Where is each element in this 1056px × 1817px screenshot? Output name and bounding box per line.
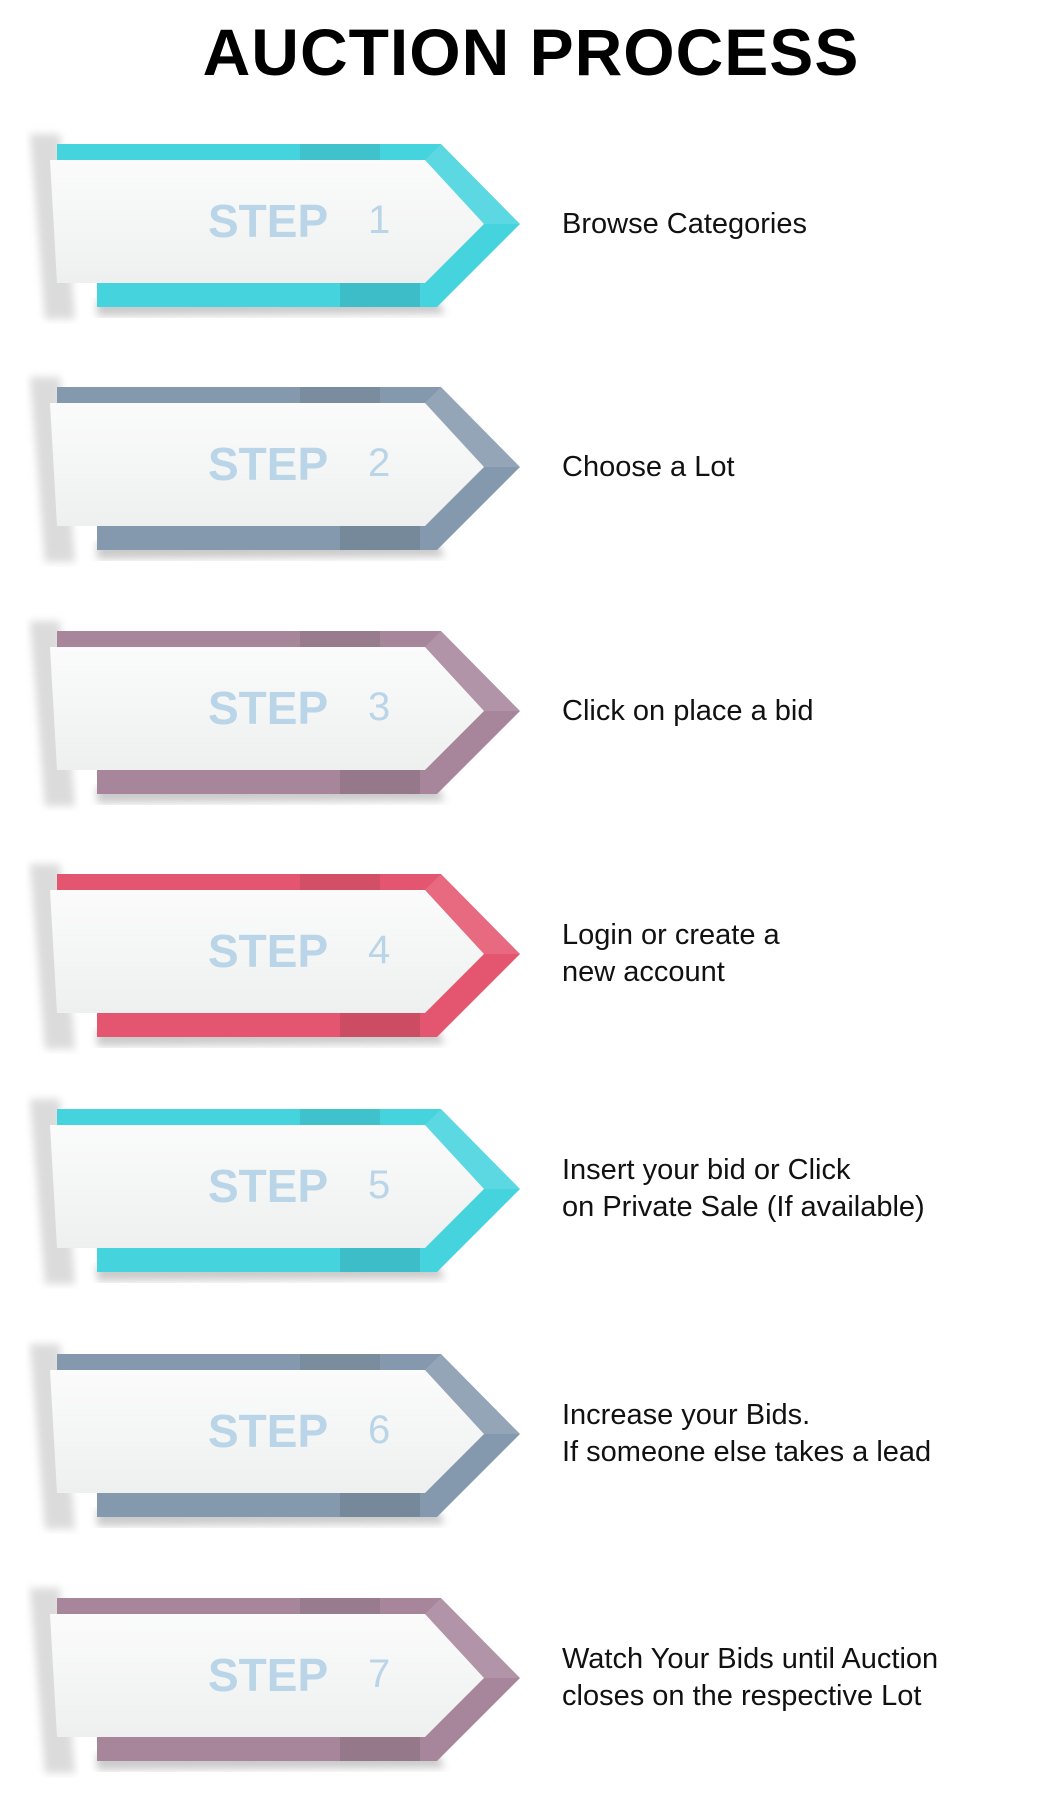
step-label: STEP xyxy=(208,1405,329,1457)
step-description: Browse Categories xyxy=(562,207,807,240)
step-description: Click on place a bid xyxy=(562,694,814,727)
step-item: STEP 7 Watch Your Bids until Auction clo… xyxy=(0,1578,1056,1778)
step-item: STEP 2 Choose a Lot xyxy=(0,367,1056,567)
step-label: STEP xyxy=(208,1649,329,1701)
step-description: Login or create a new account xyxy=(562,919,780,988)
step-label: STEP xyxy=(208,438,329,490)
step-description: Choose a Lot xyxy=(562,450,735,483)
step-number: 4 xyxy=(368,928,391,972)
step-arrow-icon xyxy=(30,864,520,1049)
step-number: 1 xyxy=(368,198,391,242)
step-item: STEP 5 Insert your bid or Click on Priva… xyxy=(0,1089,1056,1289)
step-label: STEP xyxy=(208,925,329,977)
step-number: 6 xyxy=(368,1408,391,1452)
step-item: STEP 6 Increase your Bids. If someone el… xyxy=(0,1334,1056,1534)
page-title: AUCTION PROCESS xyxy=(202,15,860,89)
step-arrow-icon xyxy=(30,1099,520,1284)
step-description: Increase your Bids. If someone else take… xyxy=(562,1399,932,1468)
step-arrow-icon xyxy=(30,1588,520,1773)
step-arrow-icon xyxy=(30,377,520,562)
step-arrow-icon xyxy=(30,134,520,319)
step-label: STEP xyxy=(208,1160,329,1212)
step-number: 3 xyxy=(368,685,391,729)
step-number: 2 xyxy=(368,441,391,485)
step-description: Insert your bid or Click on Private Sale… xyxy=(562,1154,925,1223)
step-arrow-icon xyxy=(30,1344,520,1529)
step-label: STEP xyxy=(208,195,329,247)
step-label: STEP xyxy=(208,682,329,734)
step-item: STEP 3 Click on place a bid xyxy=(0,611,1056,811)
step-number: 5 xyxy=(368,1163,391,1207)
step-arrow-icon xyxy=(30,621,520,806)
step-item: STEP 1 Browse Categories xyxy=(0,124,1056,324)
step-item: STEP 4 Login or create a new account xyxy=(0,854,1056,1054)
step-number: 7 xyxy=(368,1652,391,1696)
step-description: Watch Your Bids until Auction closes on … xyxy=(562,1643,939,1712)
